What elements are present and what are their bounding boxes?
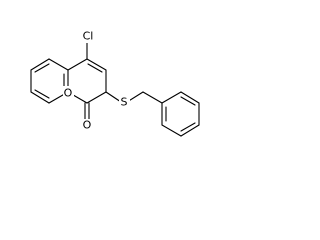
double-bond-inner xyxy=(34,89,50,99)
sulfur-label: S xyxy=(121,96,128,109)
double-bond-inner xyxy=(87,63,103,73)
bond xyxy=(48,58,69,71)
ring-oxygen-atom: O xyxy=(63,86,74,100)
bond xyxy=(30,58,50,71)
carbonyl-oxygen-label: O xyxy=(83,119,92,132)
bond xyxy=(180,91,200,104)
atom-labels: Cl O O S xyxy=(63,29,130,132)
bond xyxy=(180,124,200,137)
bond xyxy=(30,91,50,104)
bond xyxy=(142,91,163,104)
benzo-ring xyxy=(30,58,69,104)
chlorine-atom: Cl xyxy=(79,29,96,43)
double-bond-inner xyxy=(180,96,196,106)
ring-oxygen-label: O xyxy=(64,87,73,100)
bond xyxy=(161,91,182,104)
substituent-bonds xyxy=(84,41,163,121)
bond xyxy=(161,124,182,137)
bond xyxy=(86,58,107,71)
carbonyl-oxygen-atom: O xyxy=(81,119,92,132)
double-bond-inner xyxy=(34,63,50,73)
double-bond-inner xyxy=(180,122,196,132)
sulfur-atom: S xyxy=(119,96,130,109)
chlorine-label: Cl xyxy=(83,30,94,43)
bond xyxy=(105,91,122,103)
bond xyxy=(86,91,107,104)
chemical-structure-diagram: Cl O O S xyxy=(30,29,200,137)
bond xyxy=(67,58,88,71)
phenyl-ring xyxy=(161,91,200,137)
